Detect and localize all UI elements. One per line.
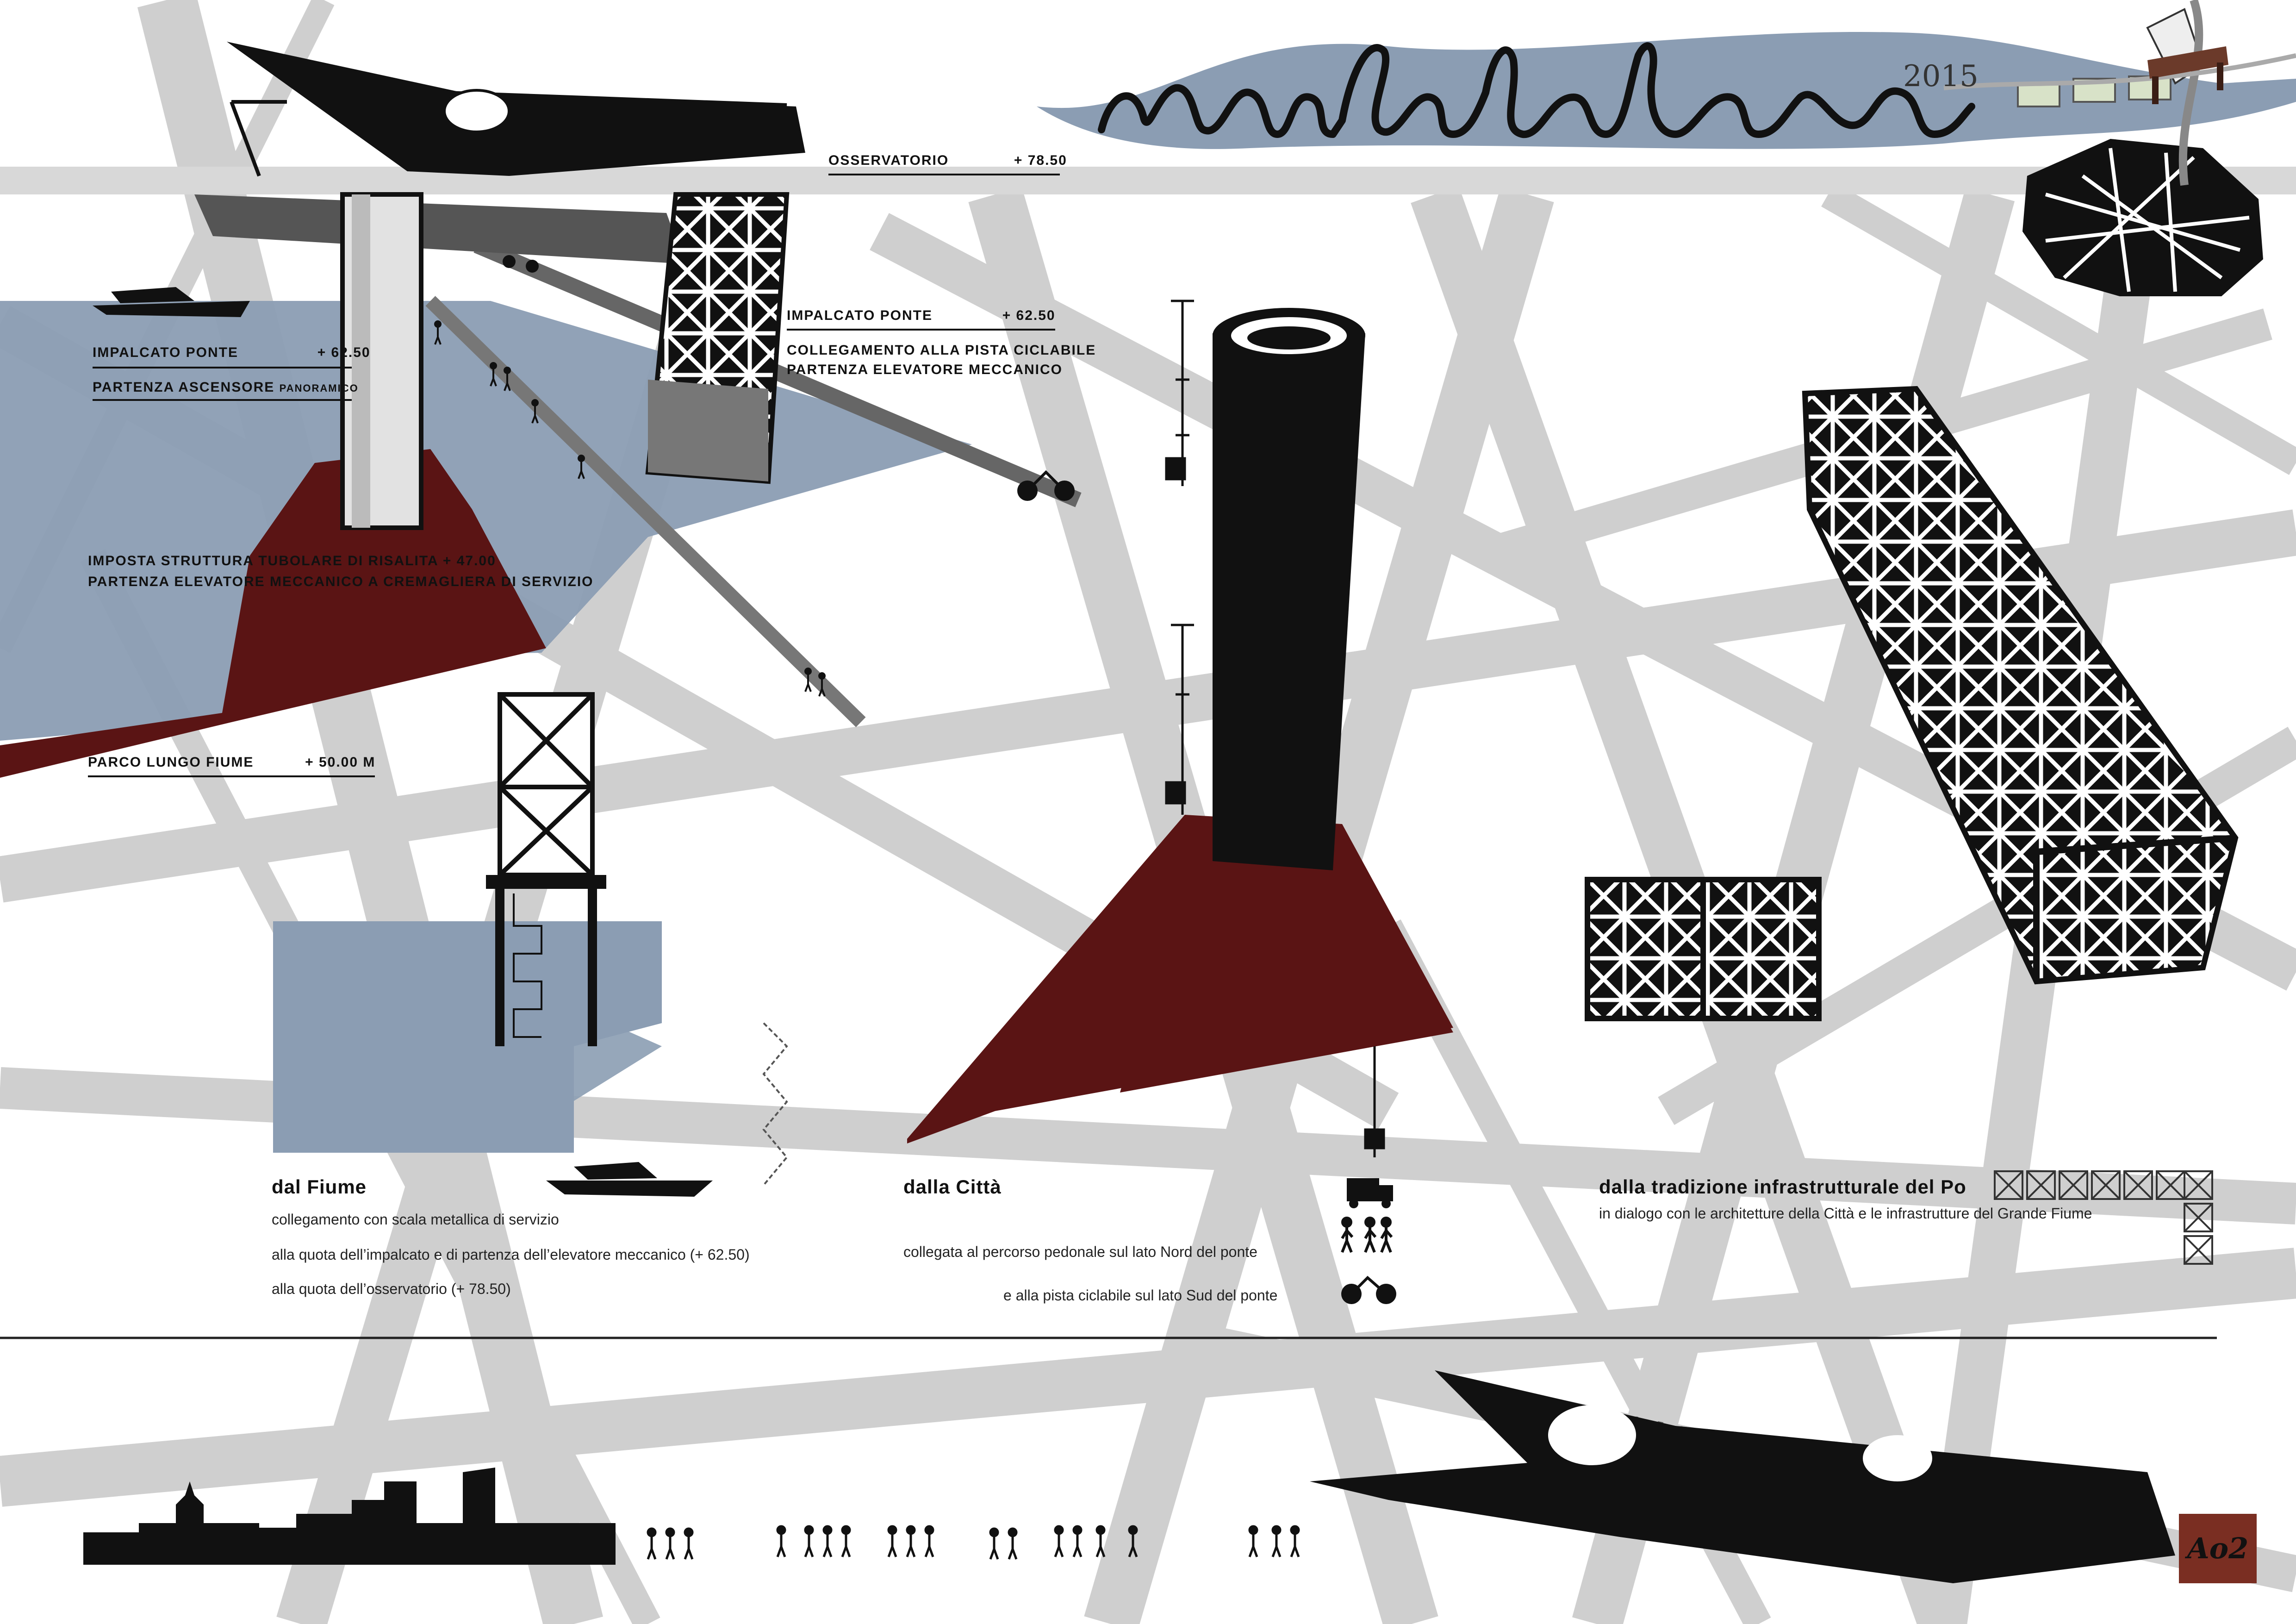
ramp-pedestrians bbox=[434, 320, 826, 697]
label-partenza-ascensore: PARTENZA ASCENSORE PANORAMICO bbox=[93, 380, 359, 395]
imposta-line: IMPOSTA STRUTTURA TUBOLARE DI RISALITA +… bbox=[88, 553, 496, 568]
partenza-main: PARTENZA ASCENSORE bbox=[93, 380, 275, 395]
impalcato-right-value: + 62.50 bbox=[1002, 308, 1056, 323]
fiume-line-1: collegamento con scala metallica di serv… bbox=[272, 1211, 559, 1228]
label-imposta-1: IMPOSTA STRUTTURA TUBOLARE DI RISALITA +… bbox=[88, 553, 496, 569]
label-underline bbox=[93, 399, 352, 401]
elevation-scale bbox=[1165, 300, 1385, 1157]
parco-name: PARCO LUNGO FIUME bbox=[88, 755, 254, 770]
truss-module-icon bbox=[1994, 1170, 2213, 1265]
observatory-deck-bottom bbox=[1310, 1370, 2175, 1583]
label-underline bbox=[787, 329, 1055, 331]
pedestrian-icon bbox=[1341, 1217, 1393, 1253]
mafalda-script-logo bbox=[1098, 42, 1975, 138]
citta-line-2: e alla pista ciclabile sul lato Sud del … bbox=[1003, 1287, 1278, 1304]
fiume-line-3: alla quota dell’osservatorio (+ 78.50) bbox=[272, 1280, 511, 1297]
observatory-canopy bbox=[227, 42, 805, 177]
city-skyline bbox=[83, 1468, 616, 1565]
boat-icon bbox=[93, 287, 250, 317]
tradizione-line: in dialogo con le architetture della Cit… bbox=[1599, 1205, 2092, 1222]
zigzag-stair-icon bbox=[762, 1022, 788, 1186]
citta-line-1: collegata al percorso pedonale sul lato … bbox=[903, 1243, 1257, 1260]
deck-slab bbox=[194, 194, 685, 264]
label-parco: PARCO LUNGO FIUME + 50.00 M bbox=[88, 755, 375, 770]
year-label: 2015 bbox=[1903, 59, 1979, 94]
fiume-line-2: alla quota dell’impalcato e di partenza … bbox=[272, 1246, 750, 1263]
bicycle-icon bbox=[1341, 1275, 1396, 1304]
osservatorio-name: OSSERVATORIO bbox=[828, 153, 949, 168]
bicycle-icon bbox=[503, 255, 539, 273]
label-imposta-2: PARTENZA ELEVATORE MECCANICO A CREMAGLIE… bbox=[88, 574, 594, 590]
sheet-number-badge: Ao2 bbox=[2179, 1514, 2257, 1583]
impalcato-left-value: + 62.50 bbox=[317, 345, 371, 360]
osservatorio-value: + 78.50 bbox=[1014, 153, 1067, 168]
label-underline bbox=[93, 367, 352, 369]
bicycle-icon bbox=[1017, 470, 1075, 501]
label-collegamento-1: COLLEGAMENTO ALLA PISTA CICLABILE bbox=[787, 343, 1096, 358]
partenza-small: PANORAMICO bbox=[279, 382, 359, 394]
section-title-citta: dalla Città bbox=[903, 1176, 1002, 1198]
column-shade bbox=[352, 194, 370, 528]
collegamento-line: COLLEGAMENTO ALLA PISTA CICLABILE bbox=[787, 343, 1096, 358]
base-plinth-left bbox=[0, 449, 546, 778]
stair-tower bbox=[273, 692, 662, 1153]
section-title-tradizione: dalla tradizione infrastrutturale del Po bbox=[1599, 1176, 1966, 1198]
elevator-cab bbox=[648, 380, 768, 481]
river-shape bbox=[1037, 32, 2296, 149]
horizon-band bbox=[0, 167, 2296, 194]
label-osservatorio: OSSERVATORIO + 78.50 bbox=[828, 153, 1067, 169]
bench-icon bbox=[2147, 46, 2228, 104]
central-tower bbox=[907, 308, 1453, 1143]
label-impalcato-left: IMPALCATO PONTE + 62.50 bbox=[93, 345, 371, 361]
label-underline bbox=[88, 775, 375, 777]
boat-icon bbox=[546, 1162, 713, 1197]
label-underline bbox=[828, 174, 1060, 175]
parco-value: + 50.00 M bbox=[305, 755, 376, 770]
ramp-lower bbox=[425, 296, 866, 727]
impalcato-left-name: IMPALCATO PONTE bbox=[93, 345, 238, 360]
label-collegamento-2: PARTENZA ELEVATORE MECCANICO bbox=[787, 362, 1063, 378]
pedestrian-row bbox=[647, 1525, 1300, 1560]
truss-tower bbox=[1585, 386, 2239, 1021]
collegamento-line: PARTENZA ELEVATORE MECCANICO bbox=[787, 362, 1063, 377]
imposta-line: PARTENZA ELEVATORE MECCANICO A CREMAGLIE… bbox=[88, 574, 594, 589]
truck-icon bbox=[1347, 1178, 1393, 1208]
label-impalcato-right: IMPALCATO PONTE + 62.50 bbox=[787, 308, 1056, 324]
section-title-fiume: dal Fiume bbox=[272, 1176, 367, 1198]
impalcato-right-name: IMPALCATO PONTE bbox=[787, 308, 933, 323]
